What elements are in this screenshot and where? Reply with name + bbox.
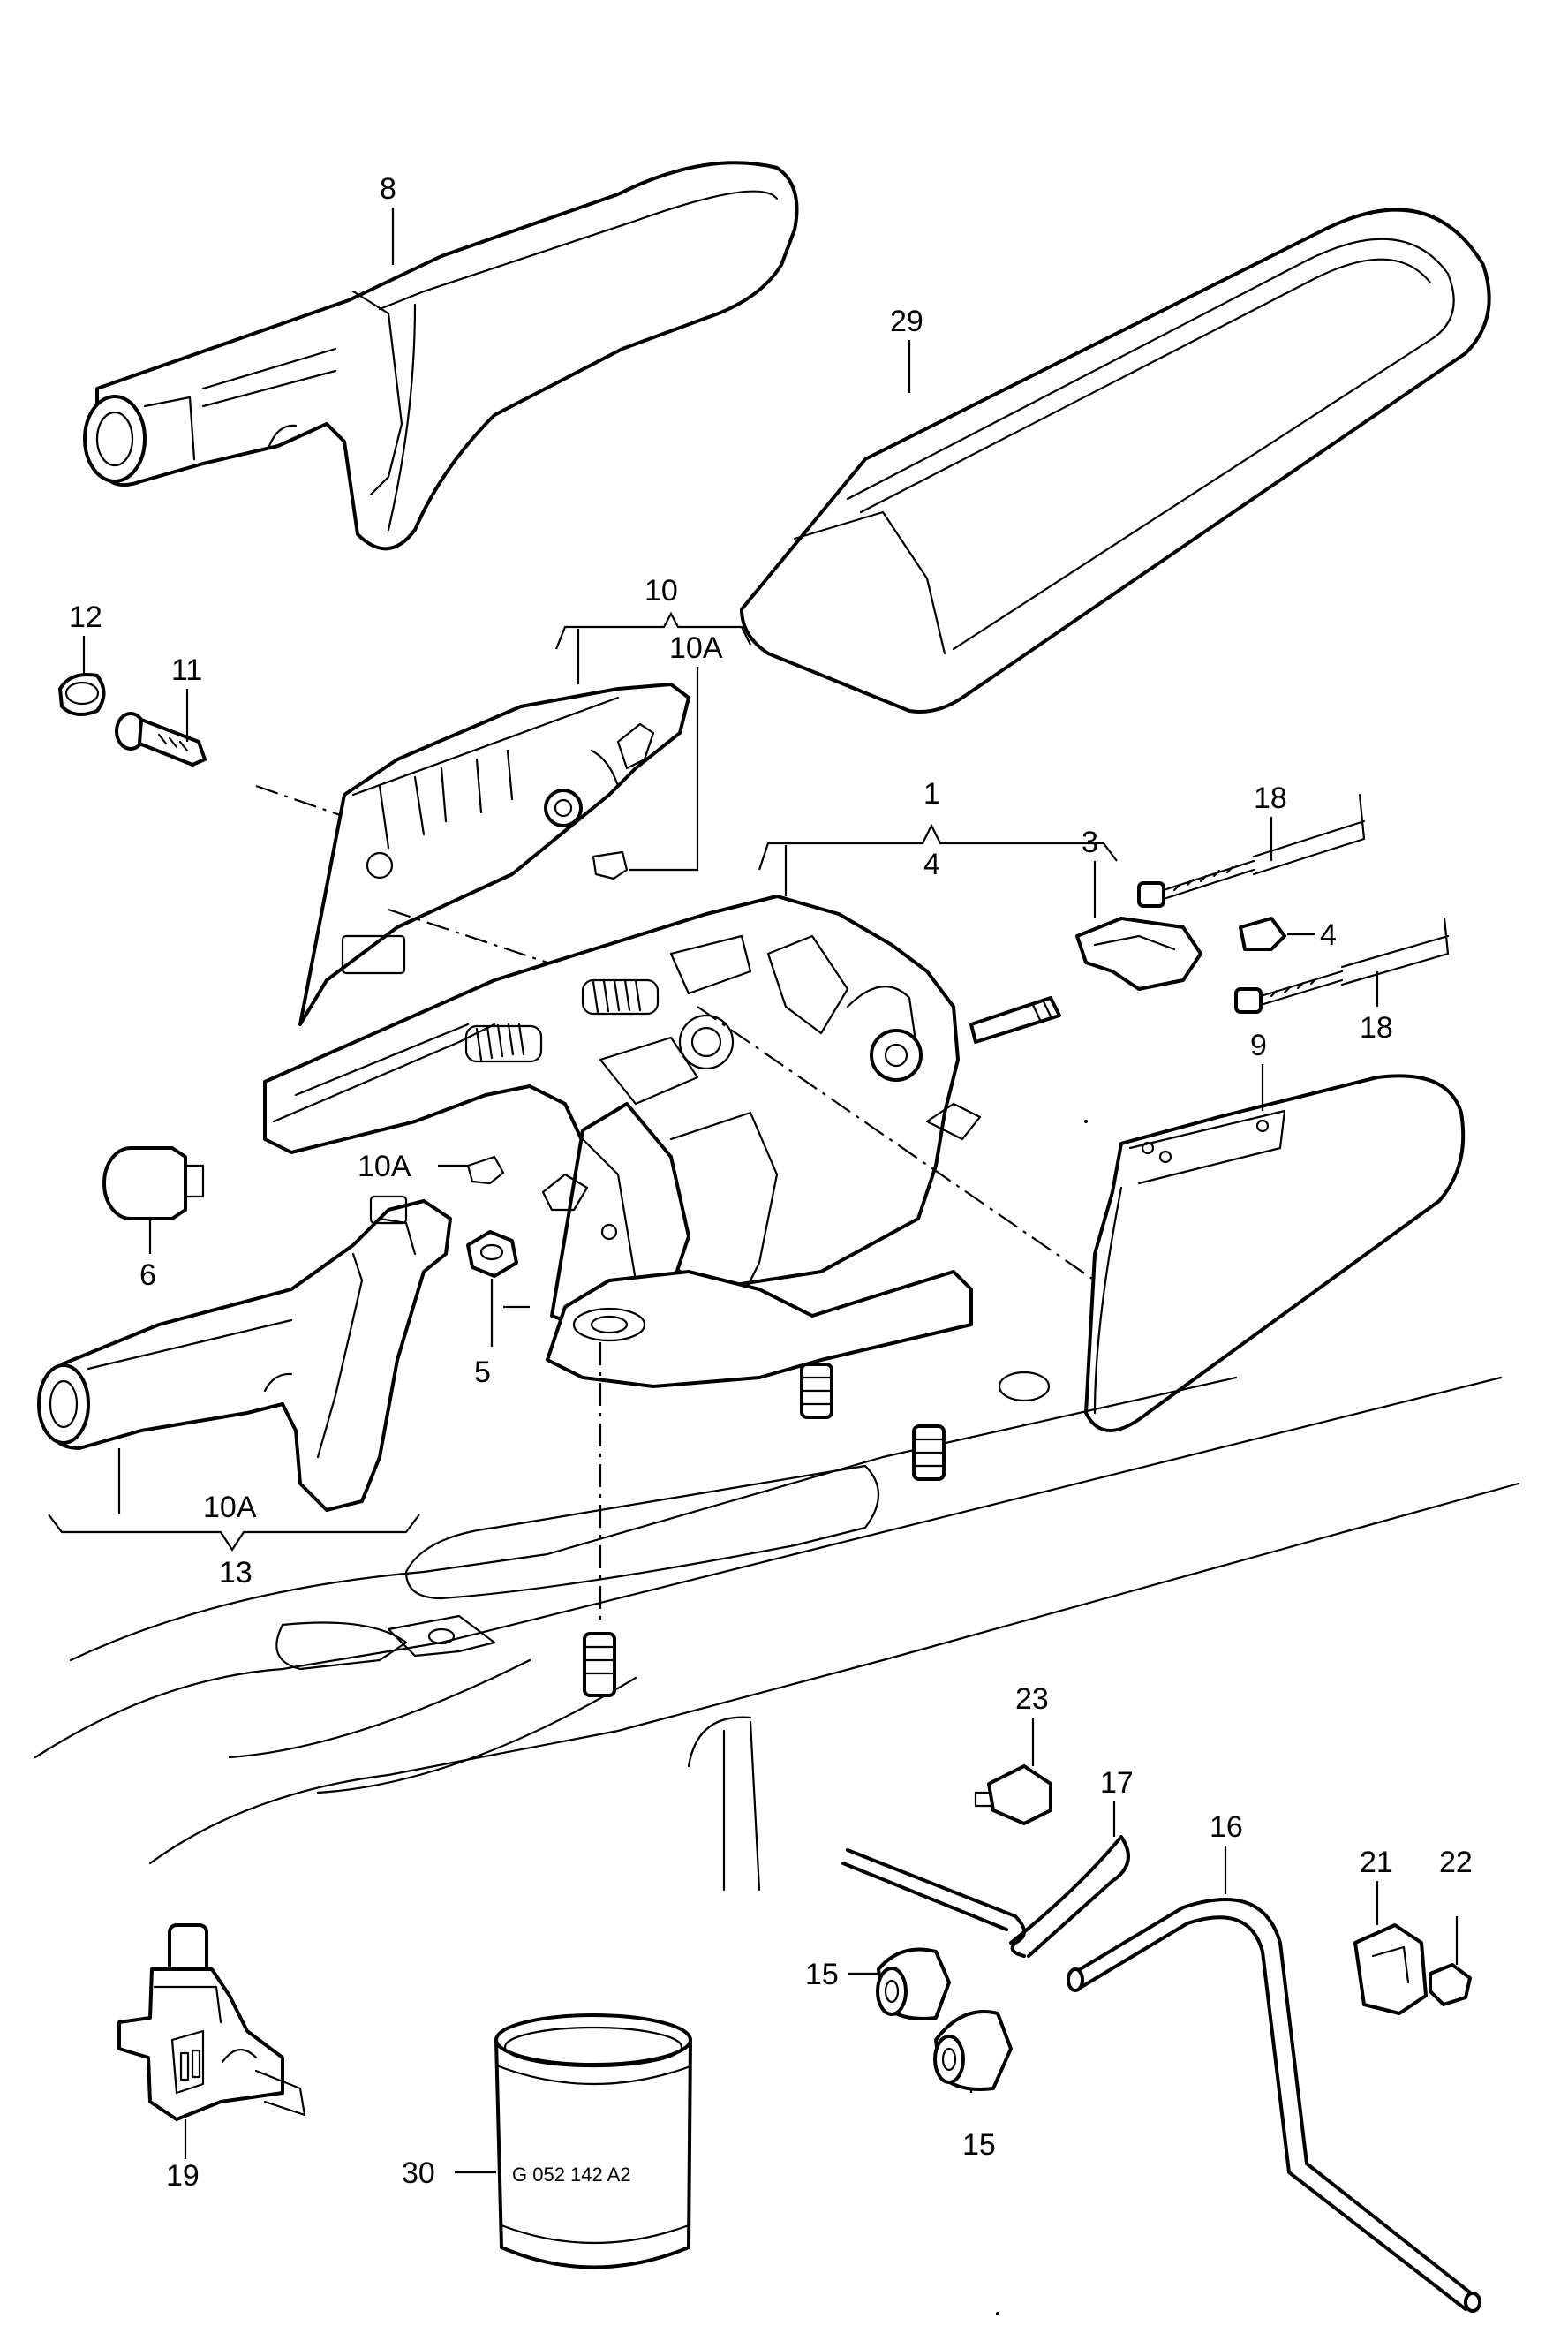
label-23-text: 23 [1015, 1682, 1049, 1716]
part-10a-clip: 10A [358, 1150, 505, 1185]
label-11-text: 11 [171, 653, 202, 687]
label-18b-text: 18 [1360, 1011, 1393, 1045]
part-11-bolt: 11 [115, 653, 372, 827]
label-29: 29 [890, 305, 923, 393]
label-22-text: 22 [1439, 1846, 1473, 1879]
label-8-text: 8 [380, 172, 396, 206]
label-8: 8 [380, 172, 396, 265]
label-10a-top-text: 10A [669, 631, 723, 665]
floor-tunnel [34, 1371, 1520, 1892]
part-5-nut: 5 [466, 1230, 530, 1389]
label-13-text: 13 [219, 1556, 253, 1590]
label-4a-text: 4 [923, 848, 940, 881]
label-5-text: 5 [474, 1356, 491, 1389]
label-21-text: 21 [1360, 1846, 1393, 1879]
part-1-lever-assembly: 1 4 [263, 777, 1118, 1625]
part-10-lever-frame: 10 10A [298, 574, 751, 1026]
part-8-lever-cover [83, 161, 799, 551]
dot-mark [996, 2312, 999, 2315]
part-13-lever-cover: 10A 13 [37, 1195, 452, 1590]
part-9-side-cover: 9 [1084, 1029, 1466, 1432]
part-16-hose: 16 [1067, 1810, 1481, 2313]
part-19-switch: 19 [117, 1923, 306, 2193]
label-15a-text: 15 [805, 1958, 839, 1991]
label-1-text: 1 [923, 777, 940, 811]
part-17-hose: 17 [841, 1766, 1134, 1958]
studs [583, 1363, 946, 1697]
part-21-clip: 21 [1353, 1846, 1428, 2015]
part-18-cables: 18 18 [1137, 782, 1450, 1045]
part-30-tube: G 052 142 A2 30 [402, 2013, 692, 2269]
label-10a-bot-text: 10A [203, 1491, 257, 1524]
label-3-text: 3 [1082, 826, 1098, 859]
part-3-clip: 3 [1075, 826, 1202, 991]
part-15-grommet-b: 15 [933, 2010, 1013, 2162]
part-6-button: 6 [102, 1146, 205, 1292]
label-19-text: 19 [166, 2159, 200, 2193]
part-22-nut: 22 [1429, 1846, 1473, 2006]
label-4b-text: 4 [1320, 918, 1337, 952]
tube-marking-text: G 052 142 A2 [512, 2164, 631, 2186]
label-10-text: 10 [645, 574, 678, 608]
label-12-text: 12 [69, 600, 102, 634]
label-29-text: 29 [890, 305, 923, 338]
label-6-text: 6 [139, 1258, 156, 1292]
label-17-text: 17 [1100, 1766, 1134, 1800]
part-4-nut: 4 [1239, 917, 1337, 952]
dot-mark [1084, 1120, 1088, 1123]
label-30-text: 30 [402, 2156, 435, 2190]
part-15-grommet-a: 15 [805, 1947, 951, 2020]
part-12-cap: 12 [58, 600, 106, 716]
label-15b-text: 15 [962, 2128, 996, 2162]
part-23-clamp: 23 [974, 1682, 1052, 1825]
label-16-text: 16 [1210, 1810, 1243, 1844]
label-18a-text: 18 [1254, 782, 1287, 815]
label-9-text: 9 [1250, 1029, 1267, 1062]
label-10a-mid-text: 10A [358, 1150, 411, 1183]
part-29-armrest-cover [740, 208, 1491, 714]
